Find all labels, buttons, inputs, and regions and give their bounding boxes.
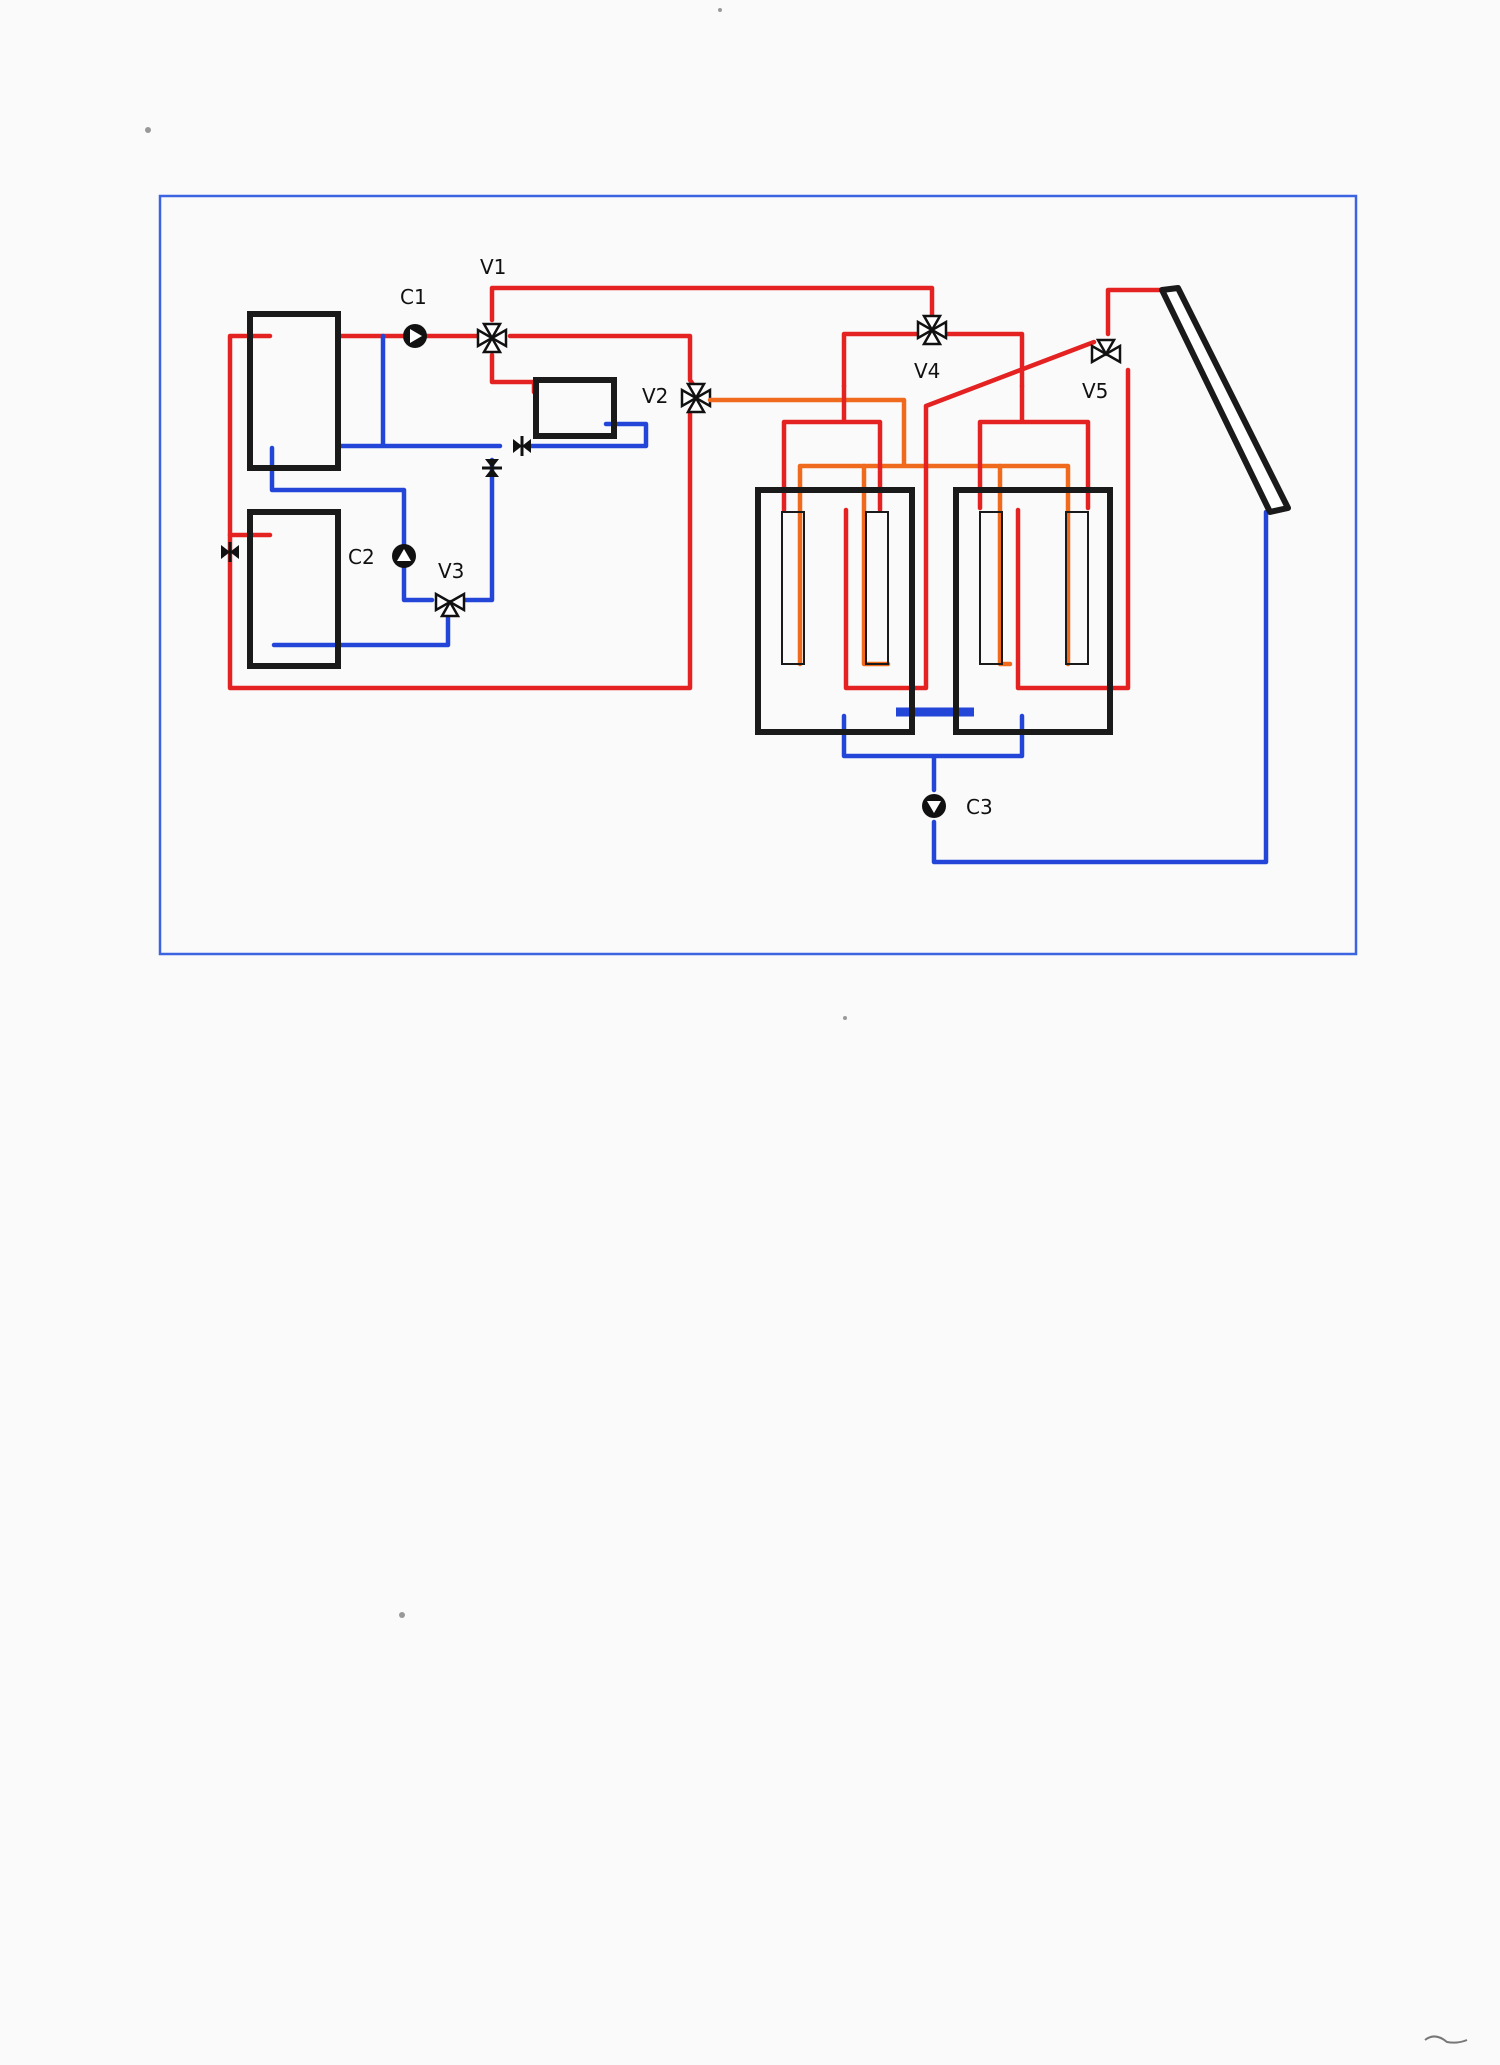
- hot-pipe-right-store-return: [1015, 367, 1131, 691]
- small-exchanger: [533, 377, 617, 439]
- label-v1: V1: [480, 255, 506, 279]
- right-tank-coils: [979, 511, 1089, 665]
- check-valve-icon: [480, 457, 504, 479]
- diagram-frame: [158, 194, 1358, 956]
- hot-pipe-v1-down: [489, 352, 537, 395]
- hot-pipe-left-store-coil: [781, 383, 883, 513]
- cold-pipe-bypass: [337, 333, 503, 449]
- pump-c3-icon: [922, 794, 946, 818]
- label-v4: V4: [914, 359, 940, 383]
- cold-pipe-check-riser: [463, 457, 495, 603]
- solar-collector-panel: [1159, 285, 1291, 515]
- cold-pipe-to-v3: [269, 445, 435, 603]
- valve-v1-icon: [476, 322, 508, 354]
- hot-pipe-v1-up: [489, 285, 935, 323]
- valve-v2-icon: [680, 382, 712, 414]
- left-subsystem: C1 V1 V2 C2 V3: [219, 255, 935, 691]
- hot-pipe-collector-feed: [1105, 287, 1173, 337]
- paper-speck: [399, 1612, 405, 1618]
- paper-speck: [718, 8, 722, 12]
- paper-speck: [145, 127, 151, 133]
- left-tank-coils: [781, 511, 889, 665]
- check-valve-icon: [511, 434, 533, 458]
- right-subsystem: V4 V5 C3: [707, 285, 1291, 865]
- cold-pipe-exchanger-return: [525, 421, 649, 449]
- valve-v3-icon: [434, 592, 466, 618]
- cold-pipe-lower-tank: [271, 615, 451, 648]
- hot-pipe-left-store-return: [843, 339, 1097, 691]
- pump-c1-icon: [403, 324, 427, 348]
- paper-speck: [843, 1016, 847, 1020]
- label-v3: V3: [438, 559, 464, 583]
- label-v2: V2: [642, 384, 668, 408]
- warm-pipe-v2-link: [707, 397, 1071, 667]
- left-storage-tank: [755, 487, 915, 735]
- cold-pipe-collector-return: [931, 509, 1269, 865]
- cold-pipe-c3-manifold: [841, 713, 1025, 793]
- valve-v4-icon: [916, 314, 948, 346]
- lower-left-tank: [247, 509, 341, 669]
- upper-left-tank: [247, 311, 341, 471]
- hot-pipe-right-store-coil: [977, 383, 1091, 511]
- paper-smudge: [1424, 2035, 1468, 2044]
- check-valve-icon: [219, 540, 241, 564]
- label-v5: V5: [1082, 379, 1108, 403]
- right-storage-tank: [953, 487, 1113, 735]
- label-c1: C1: [400, 285, 427, 309]
- warm-pipe-inner-loops: [861, 463, 1013, 667]
- label-c3: C3: [966, 795, 993, 819]
- valve-v5-icon: [1090, 338, 1122, 364]
- pump-c2-icon: [392, 544, 416, 568]
- label-c2: C2: [348, 545, 375, 569]
